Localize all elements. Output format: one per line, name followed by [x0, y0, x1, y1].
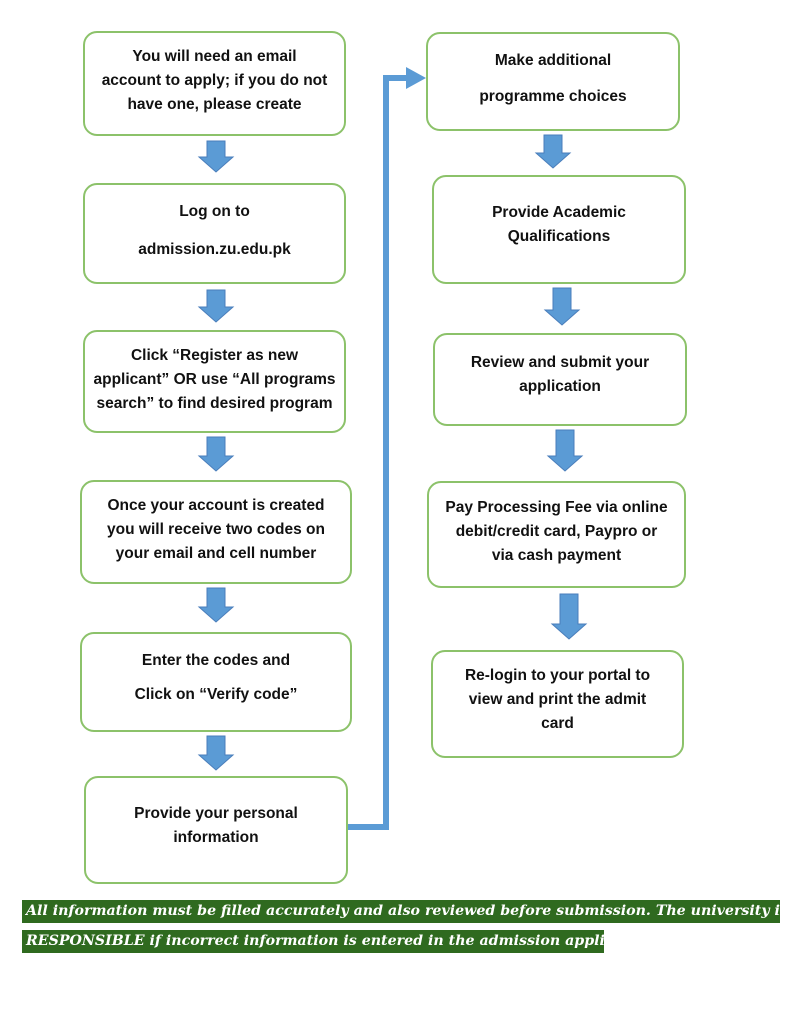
step-text: Review and submit your: [470, 354, 650, 371]
notice-line-2: RESPONSIBLE if incorrect information is …: [22, 930, 654, 953]
step-admit-card: Re-login to your portal to view and prin…: [431, 650, 684, 758]
step-text: account to apply; if you do not: [101, 72, 328, 89]
down-arrow-4: [197, 587, 235, 623]
down-arrow-6: [534, 134, 572, 169]
step-text: application: [519, 378, 601, 395]
down-arrow-8: [546, 429, 584, 472]
step-text: search” to find desired program: [96, 395, 333, 412]
step-text: applicant” OR use “All programs: [93, 371, 336, 388]
step-text: programme choices: [479, 88, 627, 105]
step-text: debit/credit card, Paypro or: [455, 523, 658, 540]
step-text: have one, please create: [127, 96, 302, 113]
step-text: Make additional: [494, 52, 612, 69]
step-text: Pay Processing Fee via online: [445, 499, 668, 516]
step-text: information: [173, 829, 259, 846]
step-text: Provide your personal: [134, 805, 298, 822]
step-programme-choices: Make additional programme choices: [426, 32, 680, 131]
step-pay-fee: Pay Processing Fee via online debit/cred…: [427, 481, 686, 588]
step-text: Re-login to your portal to: [464, 667, 651, 684]
step-create-email: You will need an email account to apply;…: [83, 31, 346, 136]
step-text: view and print the admit: [468, 691, 647, 708]
step-text: admission.zu.edu.pk: [138, 241, 291, 258]
step-receive-codes: Once your account is created you will re…: [80, 480, 352, 584]
step-text: card: [541, 715, 574, 732]
connector-arrow-head: [406, 67, 426, 89]
step-verify-code: Enter the codes and Click on “Verify cod…: [80, 632, 352, 732]
notice-line-1: All information must be filled accuratel…: [22, 900, 803, 923]
step-text: Enter the codes and: [141, 652, 291, 669]
step-log-on: Log on to admission.zu.edu.pk: [83, 183, 346, 284]
down-arrow-7: [543, 287, 581, 326]
step-text: Log on to: [179, 203, 250, 220]
step-text: Once your account is created: [107, 497, 325, 514]
step-text: You will need an email: [132, 48, 297, 65]
step-register: Click “Register as new applicant” OR use…: [83, 330, 346, 433]
down-arrow-1: [197, 140, 235, 173]
step-review-submit: Review and submit your application: [433, 333, 687, 426]
step-text: Click “Register as new: [130, 347, 299, 364]
down-arrow-9: [550, 593, 588, 640]
connector-line: [348, 75, 410, 830]
step-academic-qualifications: Provide Academic Qualifications: [432, 175, 686, 284]
down-arrow-3: [197, 436, 235, 472]
down-arrow-5: [197, 735, 235, 771]
step-text: Qualifications: [507, 228, 611, 245]
down-arrow-2: [197, 289, 235, 323]
step-text: via cash payment: [491, 547, 622, 564]
step-text: you will receive two codes on: [107, 521, 325, 538]
step-text: Click on “Verify code”: [134, 686, 298, 703]
step-text: Provide Academic: [492, 204, 626, 221]
step-text: your email and cell number: [115, 545, 317, 562]
step-personal-info: Provide your personal information: [84, 776, 348, 884]
